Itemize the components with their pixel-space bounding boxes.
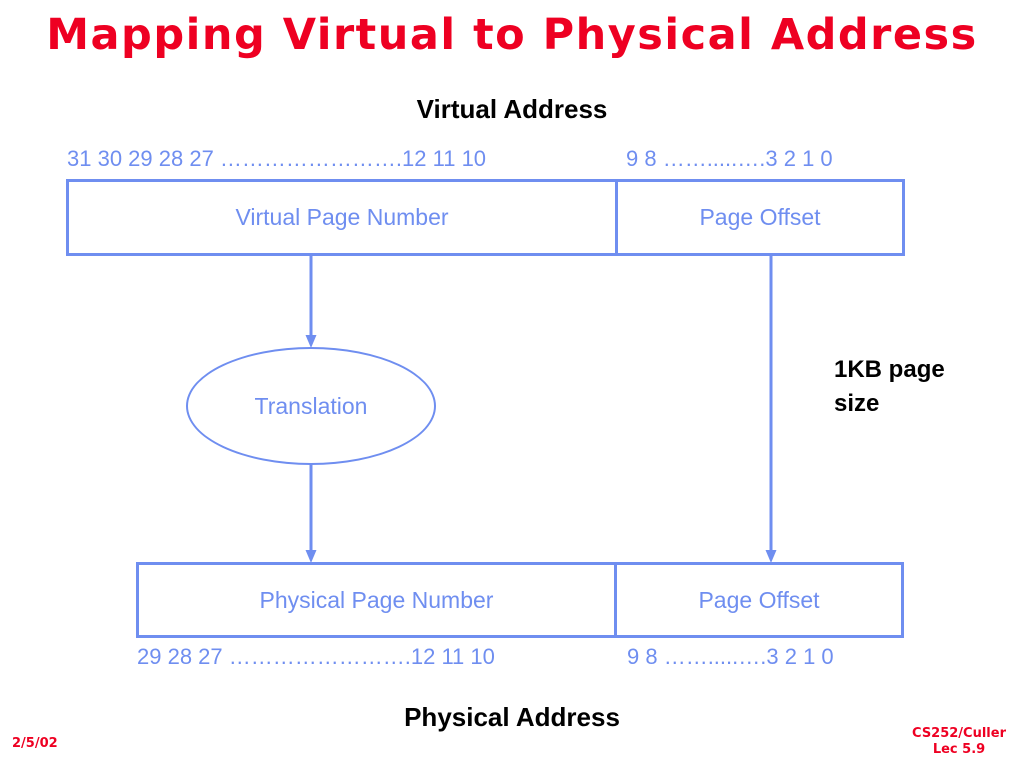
virtual-bit-left-group: 31 30 29 28 27 ……………………. 12 11 10 (67, 146, 613, 172)
physical-page-offset-field: Page Offset (614, 565, 901, 635)
physical-bit-index-row: 29 28 27 ……………………. 12 11 10 9 8 …….....…… (137, 644, 905, 670)
arrow-vpn-to-translation (303, 256, 319, 348)
footer-date: 2/5/02 (12, 736, 58, 751)
virtual-bits-low-end: 3 2 1 0 (765, 146, 833, 171)
arrow-page-offset-passthrough (763, 256, 779, 563)
physical-address-box: Physical Page Number Page Offset (136, 562, 904, 638)
footer-lecture-number: Lec 5.9 (932, 742, 986, 757)
translation-ellipse: Translation (186, 347, 436, 465)
page-size-note: 1KB page size (834, 353, 984, 421)
footer-course: CS252/Culler Lec 5.9 (912, 726, 1006, 758)
virtual-page-offset-field: Page Offset (615, 182, 902, 253)
virtual-bits-low: 9 8 …….....…. (626, 146, 766, 171)
physical-bits-low: 9 8 …….....…. (627, 644, 767, 669)
virtual-address-box: Virtual Page Number Page Offset (66, 179, 905, 256)
physical-bit-left-group: 29 28 27 ……………………. 12 11 10 (137, 644, 614, 670)
physical-address-heading: Physical Address (404, 702, 620, 732)
virtual-bit-right-group: 9 8 …….....…. 3 2 1 0 (613, 146, 833, 172)
virtual-page-number-field: Virtual Page Number (235, 204, 449, 230)
physical-bit-right-group: 9 8 …….....…. 3 2 1 0 (614, 644, 834, 670)
physical-bits-high-end: 12 11 10 (410, 644, 495, 669)
translation-label: Translation (254, 392, 368, 419)
arrow-translation-to-ppn (303, 463, 319, 563)
physical-page-number-field: Physical Page Number (259, 586, 494, 613)
virtual-bits-high: 31 30 29 28 27 ……………………. (67, 146, 403, 171)
virtual-bits-high-end: 12 11 10 (402, 146, 487, 171)
virtual-address-heading: Virtual Address (416, 94, 608, 124)
virtual-bit-index-row: 31 30 29 28 27 ……………………. 12 11 10 9 8 ……… (67, 146, 905, 172)
physical-bits-high: 29 28 27 ……………………. (137, 644, 411, 669)
page-title: Mapping Virtual to Physical Address (46, 10, 978, 60)
page-size-note-line2: size (834, 390, 880, 417)
footer-course-name: CS252/Culler (912, 726, 1006, 741)
page-size-note-line1: 1KB page (834, 356, 945, 383)
physical-bits-low-end: 3 2 1 0 (766, 644, 834, 669)
